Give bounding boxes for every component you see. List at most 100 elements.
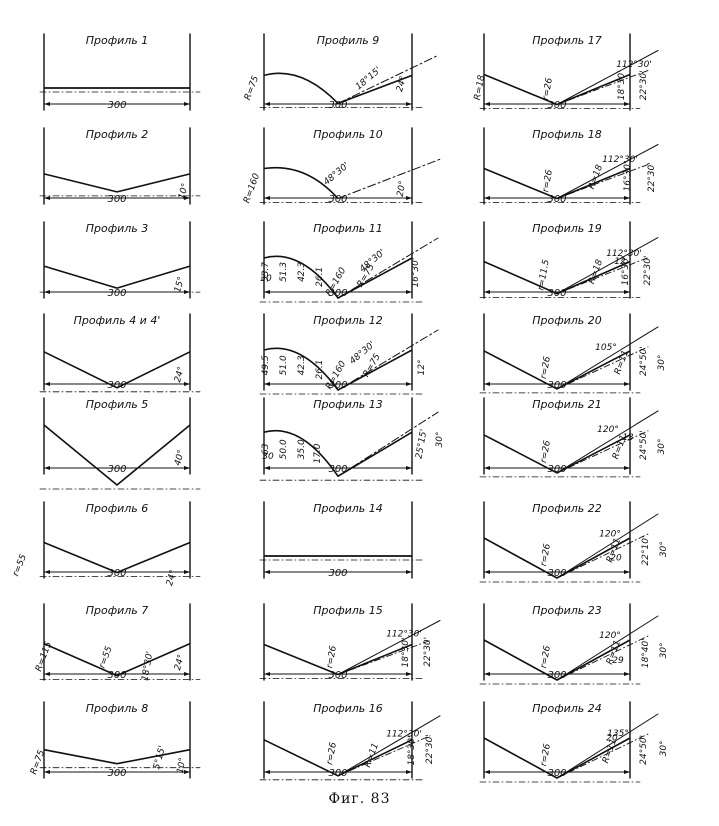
note-label: 30 <box>260 274 272 284</box>
note-label: 30° <box>657 439 667 455</box>
note-label: 20° <box>396 180 409 197</box>
center-line <box>556 70 649 105</box>
note-label: 35.0 <box>297 439 307 459</box>
profile-title: Профиль 10 <box>313 128 383 141</box>
note-label: 22°30' <box>639 70 649 100</box>
note-label: 26.1 <box>315 359 325 379</box>
note-label: 112°30' <box>386 629 422 639</box>
profile-contour <box>43 173 191 193</box>
width-dimension: 300 <box>547 100 566 111</box>
center-line <box>337 237 439 299</box>
width-dimension: 300 <box>107 380 126 391</box>
note-label: 22°30' <box>647 162 657 192</box>
center-line <box>337 158 443 199</box>
profile-title: Профиль 18 <box>532 128 602 141</box>
center-line <box>337 640 431 675</box>
width-dimension: 300 <box>328 768 347 779</box>
note-label: 40° <box>173 449 187 467</box>
note-label: 5°15' <box>152 745 168 771</box>
profile-title: Профиль 19 <box>532 222 602 235</box>
note-label: 25°15' <box>415 428 430 459</box>
note-label: 10° <box>176 757 189 774</box>
note-label: 24° <box>173 653 187 671</box>
width-dimension: 300 <box>328 568 347 579</box>
note-label: 15° <box>173 276 187 294</box>
width-dimension: 300 <box>328 670 347 681</box>
profile-title: Профиль 12 <box>313 314 383 327</box>
note-label: 22°10' <box>641 536 651 566</box>
note-label: 18°40' <box>641 638 651 668</box>
tool-line <box>556 513 659 579</box>
width-dimension: 300 <box>107 670 126 681</box>
note-label: 16°30' <box>623 162 633 192</box>
tool-line <box>556 713 659 779</box>
profile-contour <box>263 347 413 391</box>
note-label: 18°30' <box>407 736 417 766</box>
note-label: 18°30' <box>617 70 627 100</box>
profile-contour <box>263 429 413 477</box>
note-label: 30° <box>659 740 669 756</box>
tool-line <box>556 237 659 295</box>
profile-title: Профиль 7 <box>86 604 149 617</box>
width-dimension: 300 <box>328 194 347 205</box>
profile-contour <box>43 424 191 486</box>
note-label: 12 <box>614 257 626 267</box>
width-dimension: 300 <box>328 100 347 111</box>
width-dimension: 300 <box>107 464 126 475</box>
note-label: R=11 <box>601 738 619 765</box>
note-label: 12° <box>417 359 427 375</box>
note-label: r=11.5 <box>536 259 551 292</box>
note-label: 42.3 <box>297 262 307 282</box>
width-dimension: 300 <box>107 194 126 205</box>
note-label: 22°30' <box>643 256 653 286</box>
tool-line <box>337 715 441 777</box>
width-dimension: 300 <box>547 768 566 779</box>
note-label: 17.0 <box>313 443 323 463</box>
profile-contour <box>43 265 191 289</box>
width-dimension: 300 <box>547 464 566 475</box>
note-label: R=115 <box>34 640 54 673</box>
profile-title: Профиль 3 <box>86 222 149 235</box>
center-line <box>556 430 649 474</box>
note-label: 53.7 <box>261 262 271 282</box>
note-label: 29 <box>612 656 624 666</box>
note-label: 105° <box>595 343 617 353</box>
tool-line <box>556 615 659 681</box>
note-label: 30° <box>435 432 445 448</box>
width-dimension: 300 <box>107 768 126 779</box>
note-label: R=160 <box>242 172 262 205</box>
tool-line <box>556 50 659 105</box>
profile-title: Профиль 2 <box>86 128 149 141</box>
center-line <box>556 346 649 390</box>
note-label: 20 <box>606 734 618 744</box>
note-label: 30° <box>659 541 669 557</box>
center-line <box>556 733 649 779</box>
tool-line <box>556 326 659 390</box>
center-line <box>556 533 649 579</box>
note-label: 51.0 <box>279 355 289 375</box>
note-label: r=26 <box>541 169 555 193</box>
note-label: 50.0 <box>279 439 289 459</box>
note-label: r=55 <box>98 645 115 670</box>
note-label: r=26 <box>539 543 553 567</box>
profile-contour <box>43 351 191 389</box>
profile-title: Профиль 14 <box>313 502 383 515</box>
width-dimension: 300 <box>107 568 126 579</box>
note-label: 51.3 <box>279 262 289 282</box>
center-line <box>337 329 439 391</box>
profile-title: Профиль 11 <box>313 222 383 235</box>
note-label: r=26 <box>541 77 555 101</box>
note-label: 16°30' <box>411 258 421 288</box>
profile-contour <box>43 748 191 765</box>
note-label: 112°30' <box>602 155 638 165</box>
note-label: 120° <box>597 425 619 435</box>
profile-contour <box>263 72 413 105</box>
note-label: 112°30' <box>606 249 642 259</box>
